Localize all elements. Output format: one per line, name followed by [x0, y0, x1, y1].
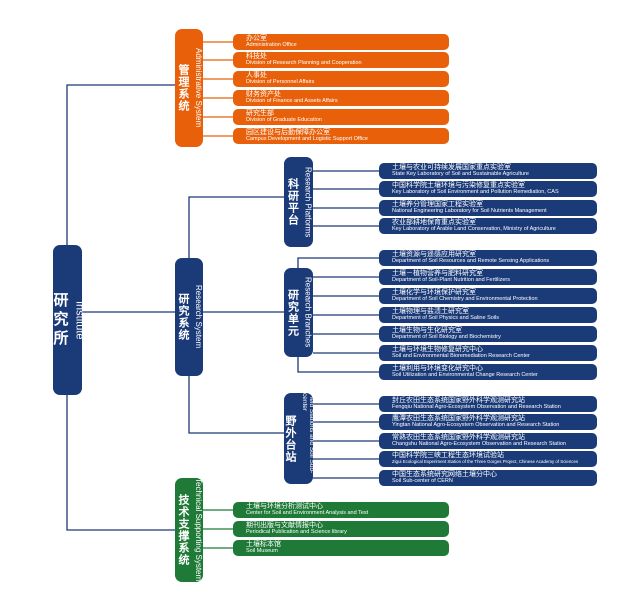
field-stations-node: 野外台站 Field Stations and Soil Sub-center: [284, 393, 315, 484]
node-en: Research Branches: [303, 277, 313, 348]
item-en: Division of Finance and Assets Affairs: [246, 98, 338, 104]
item-zh: 常熟农田生态系统国家野外科学观测研究站: [392, 434, 525, 441]
item-en: Periodical Publication and Science libra…: [246, 529, 347, 535]
item-zh: 中国生态系统研究网络土壤分中心: [392, 471, 497, 478]
branches-node: 研究单元 Research Branches: [284, 268, 313, 357]
item-en: Division of Personnel Affairs: [246, 79, 315, 85]
item-zh: 土壤生物与生化研究室: [392, 327, 462, 334]
node-zh: 研究系统: [177, 293, 189, 341]
item-en: State Key Laboratory of Soil and Sustain…: [392, 171, 529, 177]
item-en: National Engineering Laboratory for Soil…: [392, 208, 547, 214]
node-en: Administrative System: [194, 48, 203, 128]
item-en: Department of Soil Physics and Saline So…: [392, 315, 499, 321]
item-zh: 财务资产处: [246, 91, 281, 98]
item-en: Department of Soil Resources and Remote …: [392, 258, 550, 264]
item-en: Department of Soil Chemistry and Environ…: [392, 296, 538, 302]
node-en: Field Stations and Soil Sub-center: [301, 393, 315, 474]
node-zh: 技术支撑系统: [177, 494, 189, 566]
item-zh: 办公室: [246, 35, 267, 42]
item-en: Soil Museum: [246, 548, 278, 554]
tech-system-node: 技术支撑系统 Technical Supporting System: [175, 478, 203, 582]
item-zh: 土壤资源与遥感应用研究室: [392, 251, 476, 258]
item-en: Division of Graduate Education: [246, 117, 322, 123]
item-zh: 土壤养分管理国家工程实验室: [392, 201, 483, 208]
item-en: Administration Office: [246, 42, 297, 48]
item-zh: 中国科学院三峡工程生态环境试验站: [392, 452, 504, 459]
node-zh: 野外台站: [284, 414, 296, 463]
item-zh: 土壤物理与盐渍土研究室: [392, 308, 469, 315]
item-zh: 土壤标本馆: [246, 541, 281, 548]
item-en: Soil Sub-center of CERN: [392, 478, 453, 484]
item-en: Soil Utilization and Environmental Chang…: [392, 372, 538, 378]
node-zh: 研究单元: [286, 288, 299, 337]
platforms-node: 科研平台 Research Platforms: [284, 157, 313, 247]
institute-en: Institute: [73, 300, 86, 340]
item-en: Department of Soil Biology and Biochemis…: [392, 334, 501, 340]
item-zh: 研究生部: [246, 110, 274, 117]
item-zh: 土壤与环境分析测试中心: [246, 503, 323, 510]
item-en: Center for Soil and Environment Analysis…: [246, 510, 369, 516]
item-en: Key Laboratory of Soil Environment and P…: [392, 189, 559, 195]
item-en: Campus Development and Logistic Support …: [246, 136, 368, 142]
institute-zh: 研究所: [51, 291, 69, 349]
item-zh: 中国科学院土壤环境与污染修复重点实验室: [392, 182, 525, 189]
item-zh: 园区建设与后勤保障办公室: [246, 129, 330, 136]
item-en: Key Laboratory of Arable Land Conservati…: [392, 226, 556, 232]
item-zh: 土壤与农业可持续发展国家重点实验室: [392, 164, 511, 171]
node-en: Technical Supporting System: [194, 478, 203, 582]
item-zh: 期刊出版与文献情报中心: [246, 522, 323, 529]
item-en: Changshu National Agro-Ecosystem Observa…: [392, 441, 566, 447]
item-zh: 封丘农田生态系统国家野外科学观测研究站: [392, 397, 525, 404]
item-zh: 农业部耕地保育重点实验室: [392, 219, 476, 226]
institute-node: 研究所 Institute: [51, 245, 86, 395]
item-en: Yingtan National Agro-Ecosystem Observat…: [392, 422, 560, 428]
node-en: Research Platforms: [303, 166, 313, 238]
item-zh: 科技处: [246, 53, 267, 60]
item-en: Fengqiu National Agro-Ecosystem Observat…: [392, 404, 561, 410]
item-zh: 人事处: [246, 72, 267, 79]
node-en: Research System: [194, 285, 203, 349]
item-zh: 土壤利用与环境变化研究中心: [392, 365, 483, 372]
item-en: Zigui Ecological Experiment Station of t…: [392, 459, 579, 464]
item-zh: 土壤－植物营养与肥料研究室: [392, 270, 483, 277]
admin-system-node: 管理系统 Administrative System: [175, 29, 203, 147]
node-zh: 科研平台: [286, 178, 299, 226]
item-zh: 鹰潭农田生态系统国家野外科学观测研究站: [392, 415, 525, 422]
node-zh: 管理系统: [177, 64, 189, 112]
item-en: Department of Soil-Plant Nutrition and F…: [392, 277, 510, 283]
item-zh: 土壤化学与环境保护研究室: [392, 289, 476, 296]
item-zh: 土壤与环境生物修复研究中心: [392, 346, 483, 353]
item-en: Division of Research Planning and Cooper…: [246, 60, 362, 66]
research-system-node: 研究系统 Research System: [175, 258, 203, 376]
item-en: Soil and Environmental Bioremediation Re…: [392, 353, 530, 359]
